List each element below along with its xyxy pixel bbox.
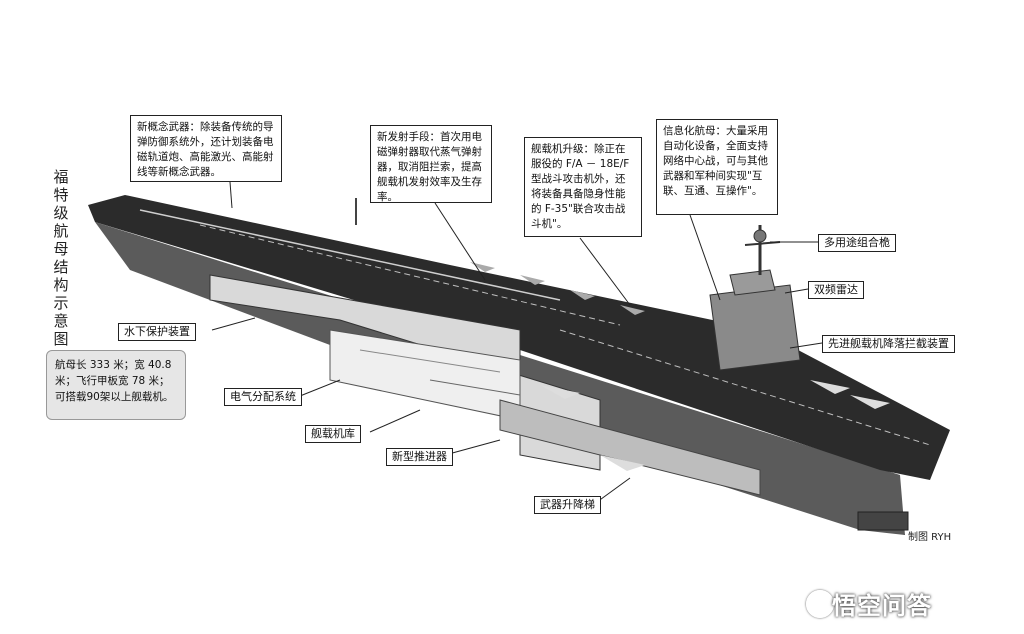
credit-text: 制图 RYH (908, 532, 952, 543)
callout-launch: 新发射手段：首次用电磁弹射器取代蒸气弹射器，取消阻拦索，提高舰载机发射效率及生存… (370, 125, 492, 203)
label-arresting-gear: 先进舰载机降落拦截装置 (822, 335, 955, 353)
label-propulsion: 新型推进器 (386, 448, 453, 466)
callout-aircraft: 舰载机升级：除正在服役的 F/A － 18E/F 型战斗攻击机外，还将装备具备隐… (524, 137, 642, 237)
diagram-title: 福特级航母结构示意图 (53, 168, 69, 348)
label-underwater-protection: 水下保护装置 (118, 323, 196, 341)
label-multi-mast: 多用途组合桅 (818, 234, 896, 252)
label-dual-radar: 双频雷达 (808, 281, 864, 299)
callout-weapons: 新概念武器：除装备传统的导弹防御系统外，还计划装备电磁轨道炮、高能激光、高能射线… (130, 115, 282, 182)
specs-box: 航母长 333 米；宽 40.8 米；飞行甲板宽 78 米；可搭载90架以上舰载… (46, 350, 186, 420)
watermark-logo-icon (806, 590, 834, 618)
label-power-distribution: 电气分配系统 (224, 388, 302, 406)
label-weapons-elevator: 武器升降梯 (534, 496, 601, 514)
label-hangar: 舰载机库 (305, 425, 361, 443)
watermark-text: 悟空问答 (832, 592, 932, 620)
callout-info: 信息化航母：大量采用自动化设备，全面支持网络中心战，可与其他武器和军种间实现"互… (656, 119, 778, 215)
